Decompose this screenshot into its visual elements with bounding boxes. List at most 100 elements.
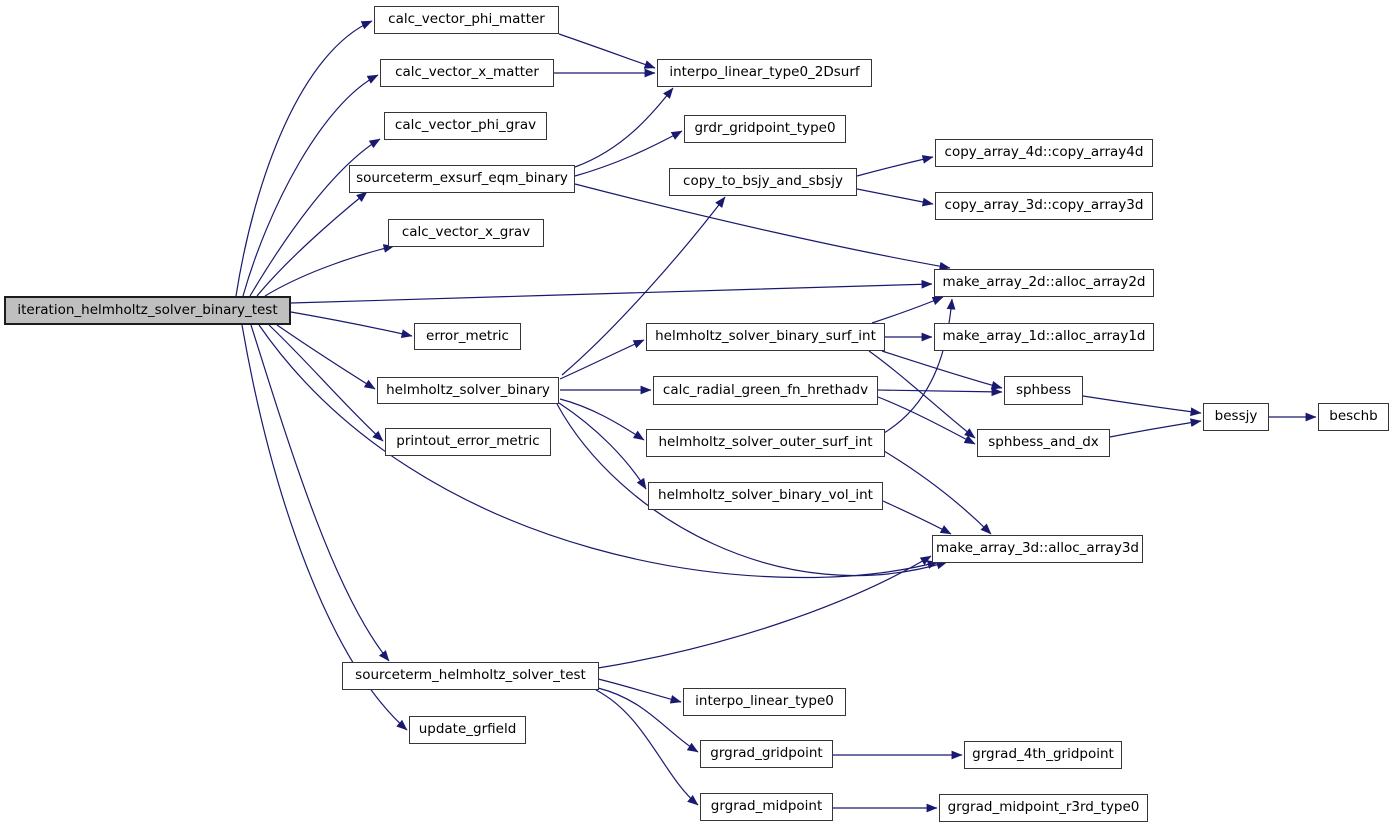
graph-node-label: grgrad_midpoint_r3rd_type0 bbox=[947, 799, 1140, 816]
graph-node-calc_vector_phi_matter[interactable]: calc_vector_phi_matter bbox=[374, 6, 559, 34]
graph-node-label: helmholtz_solver_binary_vol_int bbox=[658, 487, 873, 504]
edge-helmholtz_solver_binary--helmholtz_solver_outer_surf_int bbox=[559, 398, 645, 441]
graph-node-label: printout_error_metric bbox=[396, 433, 540, 450]
graph-node-alloc_array1d[interactable]: make_array_1d::alloc_array1d bbox=[934, 323, 1154, 351]
graph-node-label: copy_array_3d::copy_array3d bbox=[944, 197, 1144, 214]
graph-node-label: calc_vector_x_grav bbox=[401, 224, 531, 241]
edge-helmholtz_solver_binary_vol_int--alloc_array3d bbox=[882, 500, 952, 535]
edge-root--calc_vector_x_grav bbox=[264, 244, 395, 297]
edge-sourceterm_exsurf_eqm_binary--interpo_linear_type0_2Dsurf bbox=[574, 87, 674, 168]
graph-node-beschb[interactable]: beschb bbox=[1318, 403, 1389, 431]
edges bbox=[235, 20, 1317, 813]
edge-sourceterm_helmholtz_solver_test--alloc_array3d bbox=[597, 555, 932, 669]
graph-node-label: error_metric bbox=[426, 327, 509, 344]
edge-calc_radial_green_fn_hrethadv--sphbess_and_dx bbox=[877, 396, 976, 445]
edge-helmholtz_solver_outer_surf_int--alloc_array2d bbox=[883, 298, 956, 434]
edge-sourceterm_helmholtz_solver_test--grgrad_midpoint bbox=[595, 689, 699, 806]
edge-helmholtz_solver_binary--alloc_array3d bbox=[556, 403, 948, 577]
graph-node-root: iteration_helmholtz_solver_binary_test bbox=[4, 296, 291, 325]
graph-node-label: calc_vector_phi_matter bbox=[388, 11, 545, 28]
graph-node-copy_array3d[interactable]: copy_array_3d::copy_array3d bbox=[935, 192, 1153, 220]
graph-node-label: calc_vector_x_matter bbox=[395, 64, 539, 81]
graph-node-label: make_array_1d::alloc_array1d bbox=[942, 328, 1146, 345]
graph-node-bessjy[interactable]: bessjy bbox=[1203, 403, 1269, 431]
graph-node-helmholtz_solver_binary[interactable]: helmholtz_solver_binary bbox=[377, 377, 559, 404]
edge-helmholtz_solver_binary_surf_int--sphbess bbox=[881, 350, 1003, 390]
graph-node-helmholtz_solver_outer_surf_int[interactable]: helmholtz_solver_outer_surf_int bbox=[646, 429, 885, 457]
edge-root--printout_error_metric bbox=[268, 324, 384, 442]
graph-node-sphbess_and_dx[interactable]: sphbess_and_dx bbox=[977, 429, 1110, 457]
graph-node-calc_vector_x_matter[interactable]: calc_vector_x_matter bbox=[380, 59, 554, 87]
edge-helmholtz_solver_binary--helmholtz_solver_binary_vol_int bbox=[558, 402, 647, 490]
graph-node-label: helmholtz_solver_binary_surf_int bbox=[655, 328, 876, 345]
graph-node-label: iteration_helmholtz_solver_binary_test bbox=[17, 301, 278, 318]
edge-calc_vector_phi_matter--interpo_linear_type0_2Dsurf bbox=[558, 33, 656, 69]
graph-node-sphbess[interactable]: sphbess bbox=[1004, 376, 1083, 405]
graph-node-label: calc_vector_phi_grav bbox=[394, 117, 537, 134]
graph-node-label: update_grfield bbox=[418, 721, 517, 738]
graph-node-label: interpo_linear_type0_2Dsurf bbox=[669, 64, 860, 81]
graph-node-label: helmholtz_solver_binary bbox=[386, 381, 550, 398]
graph-node-label: sphbess bbox=[1015, 381, 1072, 398]
graph-node-label: make_array_2d::alloc_array2d bbox=[942, 274, 1146, 291]
edge-root--helmholtz_solver_binary bbox=[276, 324, 376, 390]
graph-node-printout_error_metric[interactable]: printout_error_metric bbox=[385, 428, 551, 456]
edge-root--calc_vector_phi_grav bbox=[249, 138, 381, 297]
graph-node-grgrad_midpoint_r3rd_type0[interactable]: grgrad_midpoint_r3rd_type0 bbox=[939, 794, 1148, 822]
graph-node-grdr_gridpoint_type0[interactable]: grdr_gridpoint_type0 bbox=[684, 115, 846, 143]
edge-root--calc_vector_x_matter bbox=[242, 74, 379, 297]
graph-node-interpo_linear_type0[interactable]: interpo_linear_type0 bbox=[683, 688, 846, 716]
graph-node-update_grfield[interactable]: update_grfield bbox=[409, 716, 526, 744]
graph-node-interpo_linear_type0_2Dsurf[interactable]: interpo_linear_type0_2Dsurf bbox=[657, 59, 872, 87]
graph-node-label: grgrad_4th_gridpoint bbox=[972, 746, 1114, 763]
graph-node-label: calc_radial_green_fn_hrethadv bbox=[662, 381, 869, 398]
graph-node-alloc_array3d[interactable]: make_array_3d::alloc_array3d bbox=[932, 535, 1143, 563]
graph-node-label: grgrad_midpoint bbox=[710, 798, 823, 815]
edge-sourceterm_helmholtz_solver_test--grgrad_gridpoint bbox=[597, 687, 699, 753]
edge-root--sourceterm_exsurf_eqm_binary bbox=[256, 191, 368, 297]
graph-node-alloc_array2d[interactable]: make_array_2d::alloc_array2d bbox=[934, 269, 1154, 297]
graph-node-label: helmholtz_solver_outer_surf_int bbox=[658, 434, 873, 451]
graph-node-label: sphbess_and_dx bbox=[988, 434, 1099, 451]
graph-node-calc_vector_x_grav[interactable]: calc_vector_x_grav bbox=[388, 219, 544, 247]
graph-node-label: sourceterm_exsurf_eqm_binary bbox=[356, 170, 568, 187]
edge-helmholtz_solver_binary--copy_to_bsjy_and_sbsjy bbox=[561, 196, 726, 376]
graph-node-helmholtz_solver_binary_surf_int[interactable]: helmholtz_solver_binary_surf_int bbox=[646, 323, 885, 351]
graph-node-calc_vector_phi_grav[interactable]: calc_vector_phi_grav bbox=[384, 112, 547, 140]
edge-sourceterm_exsurf_eqm_binary--grdr_gridpoint_type0 bbox=[574, 130, 683, 177]
edge-root--alloc_array2d bbox=[290, 279, 933, 304]
edge-root--sourceterm_helmholtz_solver_test bbox=[250, 324, 390, 662]
graph-node-error_metric[interactable]: error_metric bbox=[414, 323, 521, 350]
graph-node-grgrad_midpoint[interactable]: grgrad_midpoint bbox=[700, 793, 833, 821]
graph-node-label: beschb bbox=[1329, 408, 1378, 425]
graph-node-sourceterm_exsurf_eqm_binary[interactable]: sourceterm_exsurf_eqm_binary bbox=[349, 165, 575, 193]
edge-root--calc_vector_phi_matter bbox=[235, 20, 373, 297]
graph-node-label: grdr_gridpoint_type0 bbox=[694, 120, 836, 137]
graph-node-label: interpo_linear_type0 bbox=[695, 693, 834, 710]
graph-node-calc_radial_green_fn_hrethadv[interactable]: calc_radial_green_fn_hrethadv bbox=[653, 376, 878, 405]
edge-copy_to_bsjy_and_sbsjy--copy_array3d bbox=[856, 188, 934, 207]
graph-node-label: make_array_3d::alloc_array3d bbox=[936, 540, 1139, 557]
edge-calc_radial_green_fn_hrethadv--sphbess bbox=[877, 387, 1003, 397]
graph-node-grgrad_4th_gridpoint[interactable]: grgrad_4th_gridpoint bbox=[964, 741, 1122, 769]
edge-root--error_metric bbox=[290, 311, 413, 338]
edge-sourceterm_helmholtz_solver_test--interpo_linear_type0 bbox=[597, 678, 682, 704]
edge-helmholtz_solver_binary_surf_int--alloc_array2d bbox=[871, 296, 944, 324]
graph-node-helmholtz_solver_binary_vol_int[interactable]: helmholtz_solver_binary_vol_int bbox=[648, 482, 883, 510]
edge-helmholtz_solver_outer_surf_int--alloc_array3d bbox=[883, 450, 992, 535]
edge-helmholtz_solver_binary--helmholtz_solver_binary_surf_int bbox=[559, 339, 645, 380]
graph-node-label: sourceterm_helmholtz_solver_test bbox=[355, 667, 586, 684]
graph-node-label: copy_to_bsjy_and_sbsjy bbox=[683, 173, 843, 190]
edge-sourceterm_exsurf_eqm_binary--alloc_array2d bbox=[574, 183, 951, 271]
edge-sphbess_and_dx--bessjy bbox=[1109, 418, 1202, 438]
graph-node-sourceterm_helmholtz_solver_test[interactable]: sourceterm_helmholtz_solver_test bbox=[342, 662, 599, 690]
graph-node-label: bessjy bbox=[1214, 408, 1258, 425]
graph-node-label: copy_array_4d::copy_array4d bbox=[944, 144, 1144, 161]
graph-node-grgrad_gridpoint[interactable]: grgrad_gridpoint bbox=[700, 740, 833, 768]
graph-node-copy_to_bsjy_and_sbsjy[interactable]: copy_to_bsjy_and_sbsjy bbox=[669, 168, 857, 196]
edge-root--update_grfield bbox=[241, 324, 408, 731]
graph-node-copy_array4d[interactable]: copy_array_4d::copy_array4d bbox=[935, 139, 1153, 167]
graph-node-label: grgrad_gridpoint bbox=[710, 745, 823, 762]
